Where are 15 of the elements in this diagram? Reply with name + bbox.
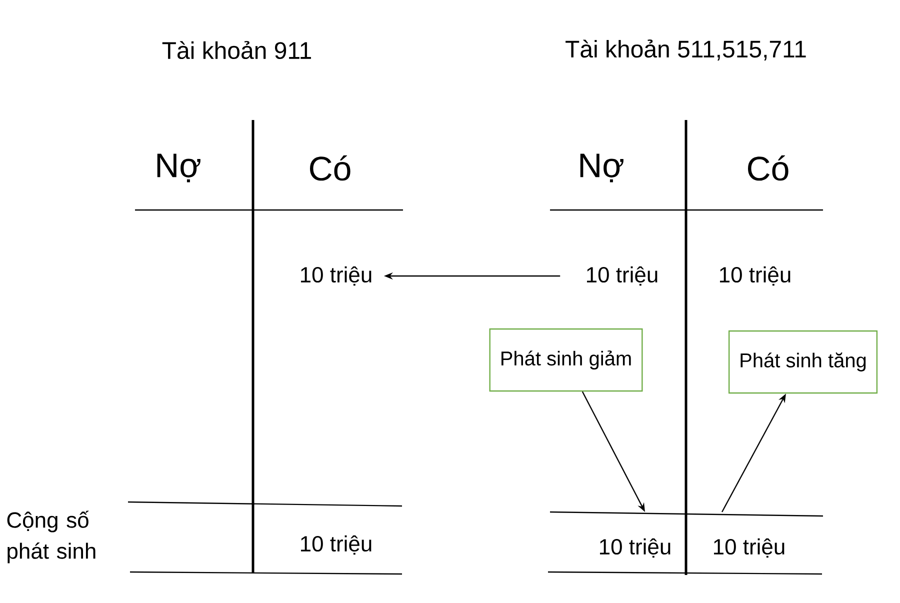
account-title: Tài khoản 511,515,711 — [566, 40, 806, 60]
amount-text: 10 triệu — [587, 266, 658, 286]
row-label: Cộng số phát sinh — [7, 510, 96, 564]
column-header: Nợ — [157, 154, 200, 182]
label-box: Phát sinh giảm — [489, 328, 643, 392]
column-header: Có — [310, 155, 350, 181]
column-header: Nợ — [580, 154, 624, 182]
amount-text: 10 triệu — [301, 535, 372, 555]
amount-text: 10 triệu — [301, 266, 372, 286]
amount-text: 10 triệu — [600, 538, 670, 558]
column-header: Có — [748, 155, 788, 181]
amount-text: 10 triệu — [714, 538, 784, 558]
amount-text: 10 triệu — [720, 266, 790, 286]
label-box: Phát sinh tăng — [728, 330, 878, 394]
account-title: Tài khoản 911 — [162, 40, 311, 60]
